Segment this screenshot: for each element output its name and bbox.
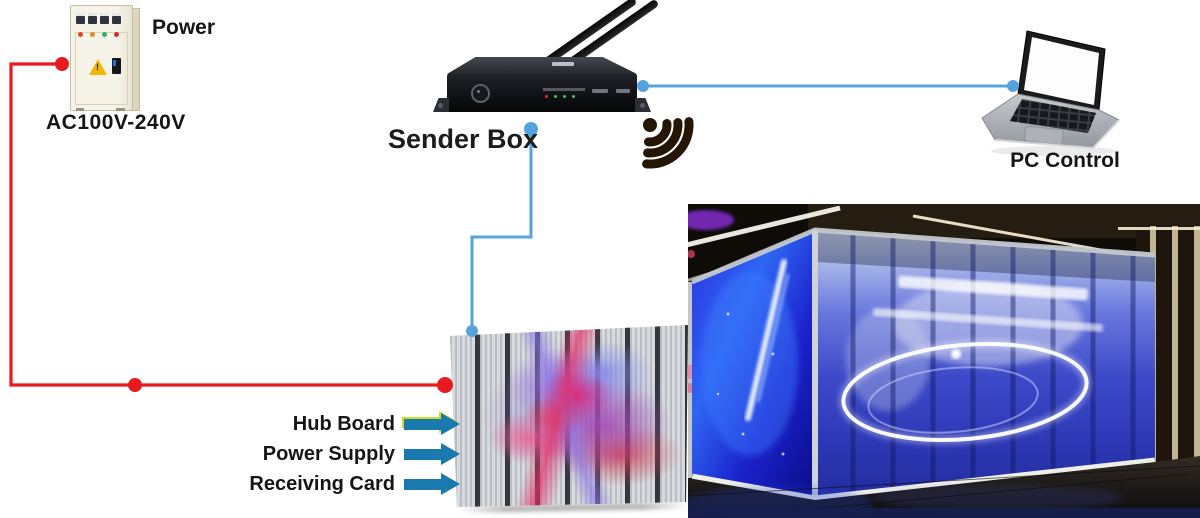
led-icon: [572, 95, 575, 98]
power-label: Power: [152, 16, 216, 39]
sender-box-label-tag: [592, 89, 608, 93]
wifi-icon: [642, 117, 694, 169]
laptop-screen: [1024, 37, 1099, 105]
purple-light: [688, 210, 734, 230]
data-line-screen: [470, 129, 533, 331]
indicator-light-icon: [78, 32, 83, 37]
sender-box-label-tag: [616, 89, 630, 93]
antenna-icon: [542, 0, 638, 67]
meter-icon: [112, 13, 121, 24]
cabinet-body: [70, 5, 133, 111]
wall-light-strip: [1118, 227, 1200, 230]
arrow-right-icon: [404, 473, 460, 495]
display-text-row: [898, 275, 1088, 301]
indicator-light-icon: [90, 32, 95, 37]
warning-triangle-icon: [89, 59, 107, 75]
callout-receiving-card: Receiving Card: [200, 472, 460, 496]
sparkles: [716, 312, 785, 456]
application-photo: [688, 204, 1200, 518]
sender-box-port-text: [543, 88, 585, 91]
display-text-row: [873, 308, 1103, 332]
led-icon: [554, 95, 557, 98]
callout-label: Receiving Card: [249, 472, 395, 495]
sender-box-label: Sender Box: [388, 124, 539, 154]
callout-hub-board: Hub Board: [200, 412, 460, 436]
arrow-right-icon: [404, 413, 460, 435]
callout-label: Hub Board: [292, 412, 395, 435]
meter-icon: [76, 13, 85, 24]
comet-streak: [745, 259, 787, 421]
laptop-device: [981, 30, 1120, 156]
curb-strip: [688, 508, 1200, 518]
storefront-glass: [688, 282, 695, 478]
cabinet-indicator-lights: [78, 32, 119, 37]
callout-label: Power Supply: [262, 442, 395, 465]
led-glow: [702, 272, 798, 456]
inner-ring: [867, 366, 1039, 434]
arrow-right-icon: [404, 443, 460, 465]
led-icon: [563, 95, 566, 98]
power-node: [55, 57, 69, 71]
power-node: [128, 378, 142, 392]
led-mesh-screen: [450, 325, 688, 507]
indicator-light-icon: [114, 32, 119, 37]
power-cabinet: [70, 5, 140, 113]
ring-graphic: [841, 341, 1089, 443]
led-icon: [545, 95, 548, 98]
breaker-switch-icon: [112, 58, 121, 74]
sender-box-knob-icon: [471, 84, 490, 103]
comet-streak: [756, 273, 790, 403]
floor-reflection: [873, 485, 1123, 511]
sender-box-logo: [552, 62, 574, 66]
data-node: [637, 80, 649, 92]
ceiling-light-strip: [688, 205, 841, 248]
power-node: [437, 377, 453, 393]
meter-icon: [88, 13, 97, 24]
center-sparkle: [951, 349, 961, 359]
photo-scene: [688, 204, 1200, 518]
indicator-light-icon: [102, 32, 107, 37]
voltage-label: AC100V-240V: [46, 111, 186, 134]
sender-box-top: [447, 57, 637, 74]
pc-control-label: PC Control: [1010, 149, 1120, 172]
callout-power-supply: Power Supply: [200, 442, 460, 466]
red-light: [688, 250, 695, 258]
mounting-ear: [433, 98, 449, 112]
sender-box-leds: [545, 95, 575, 98]
transom-band: [815, 230, 1155, 282]
meter-icon: [100, 13, 109, 24]
cabinet-meters: [76, 13, 121, 24]
